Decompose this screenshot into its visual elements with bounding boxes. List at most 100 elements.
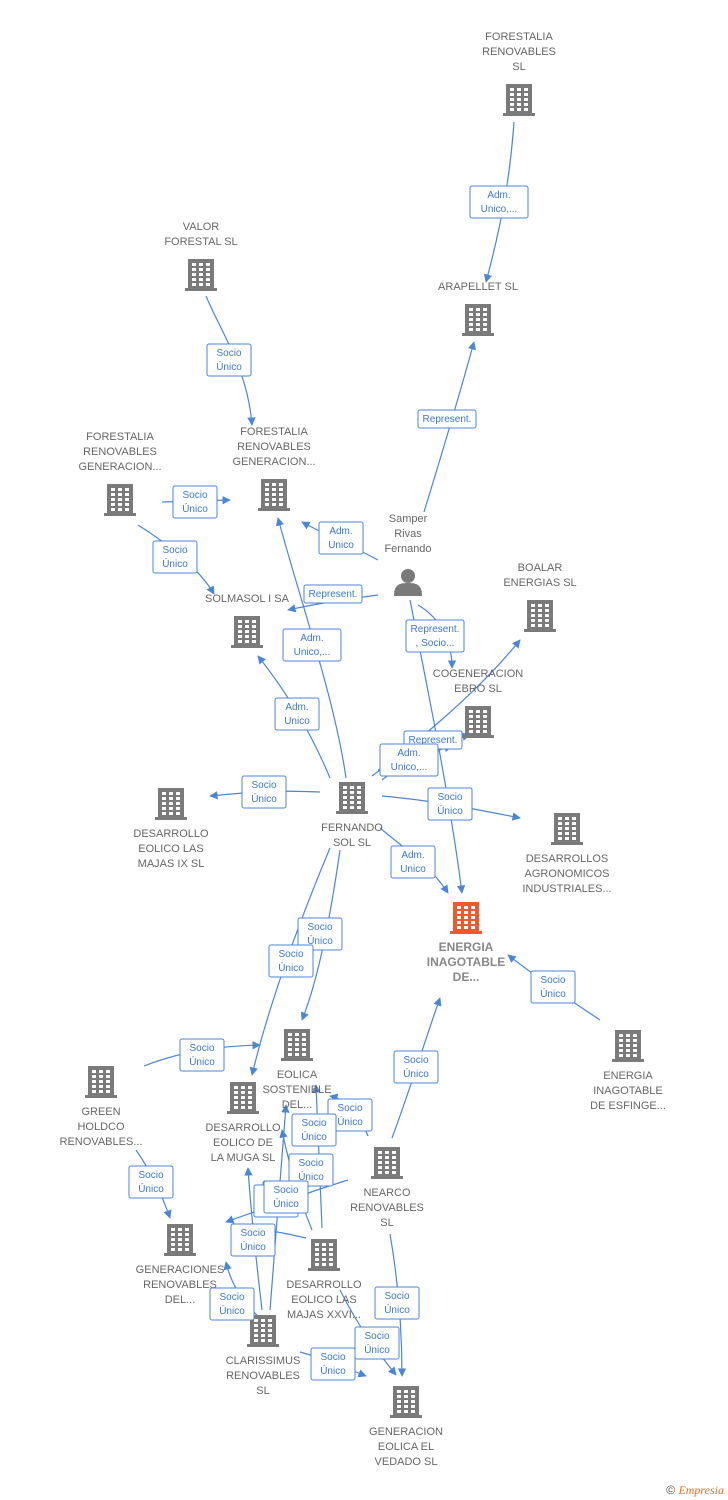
node-label: COGENERACION [433, 668, 524, 680]
edge-label-text: Socio [273, 1185, 298, 1196]
node-label: INAGOTABLE [427, 955, 505, 969]
edge-label-samper-to-cogeneracion[interactable]: Represent., Socio... [405, 619, 465, 653]
node-label: MAJAS XXVI... [287, 1309, 361, 1321]
edge-label-forestalia_sl-to-arapellet[interactable]: Adm.Unico,... [469, 185, 529, 219]
edge-label-text: Socio [219, 1292, 244, 1303]
node-green_holdco[interactable]: GREENHOLDCORENOVABLES... [60, 1066, 143, 1148]
node-arapellet[interactable]: ARAPELLET SL [438, 281, 518, 336]
edge-label-text: Único [364, 1343, 390, 1356]
node-label: VEDADO SL [375, 1456, 438, 1468]
node-forestalia_gen1[interactable]: FORESTALIARENOVABLESGENERACION... [78, 431, 162, 516]
node-label: CLARISSIMUS [226, 1355, 301, 1367]
building-icon [227, 1082, 259, 1114]
node-solmasol[interactable]: SOLMASOL I SA [205, 593, 290, 648]
edge-label-text: Único [240, 1240, 266, 1253]
edge-label-fernando_sol-to-energia_inagotable[interactable]: Adm.Unico [390, 845, 436, 879]
edge-label-text: Unico,... [481, 204, 518, 215]
node-label: EOLICO LAS [138, 843, 203, 855]
edge-label-fernando_sol-to-solmasol[interactable]: Adm.Unico [274, 697, 320, 731]
node-label: Rivas [394, 528, 422, 540]
copyright-symbol: © [666, 1483, 676, 1497]
node-label: RENOVABLES [226, 1370, 300, 1382]
edge-label-text: Único [278, 961, 304, 974]
node-label: ENERGIA [439, 940, 494, 954]
edge-label-text: Socio [251, 780, 276, 791]
node-label: INAGOTABLE [593, 1085, 662, 1097]
node-label: EOLICO LAS [291, 1294, 356, 1306]
edge-label-text: Socio [189, 1043, 214, 1054]
edge-label-fernando_sol-to-forestalia_gen2[interactable]: Adm.Unico,... [282, 628, 342, 662]
edge-label-text: Socio [437, 792, 462, 803]
node-generaciones[interactable]: GENERACIONESRENOVABLESDEL... [136, 1224, 225, 1306]
node-label: GREEN [81, 1106, 120, 1118]
edge-label-text: Único [540, 987, 566, 1000]
edge-label-text: Único [162, 557, 188, 570]
node-label: FORESTALIA [86, 431, 154, 443]
footer-brand[interactable]: © Empresia [666, 1483, 724, 1498]
edge-label-text: Único [307, 934, 333, 947]
edge-label-text: Adm. [285, 702, 308, 713]
edge-label-samper-to-arapellet[interactable]: Represent. [417, 409, 477, 429]
edge-label-text: Único [320, 1364, 346, 1377]
edge-label-text: , Socio... [416, 638, 455, 649]
edge-label-text: Socio [182, 490, 207, 501]
building-icon [185, 259, 217, 291]
node-label: DESARROLLO [205, 1122, 281, 1134]
building-icon [281, 1029, 313, 1061]
node-label: DE... [453, 970, 480, 984]
node-energia_inagotable[interactable]: ENERGIAINAGOTABLEDE... [427, 902, 505, 984]
edge-label-text: Único [216, 360, 242, 373]
node-label: SOSTENIBLE [262, 1084, 331, 1096]
edge-label-text: Único [189, 1055, 215, 1068]
node-forestalia_gen2[interactable]: FORESTALIARENOVABLESGENERACION... [232, 426, 316, 511]
building-icon [104, 484, 136, 516]
node-label: EOLICA EL [378, 1441, 434, 1453]
node-label: ENERGIAS SL [503, 577, 576, 589]
node-agronomicos[interactable]: DESARROLLOSAGRONOMICOSINDUSTRIALES... [522, 813, 612, 895]
edge-label-fernando_sol-to-cogeneracion[interactable]: Adm.Unico,... [379, 743, 439, 777]
node-label: Fernando [384, 543, 431, 555]
edge-label-text: Represent. [409, 735, 458, 746]
node-label: Samper [389, 513, 428, 525]
edge-label-text: Único [437, 804, 463, 817]
building-icon [551, 813, 583, 845]
edge-label-samper-to-forestalia_gen2[interactable]: Adm.Unico [318, 521, 364, 555]
edge-label-samper-to-solmasol[interactable]: Represent. [303, 584, 363, 604]
edge-label-text: Socio [540, 975, 565, 986]
node-eolica_sostenible[interactable]: EOLICASOSTENIBLEDEL... [262, 1029, 332, 1111]
node-label: GENERACION... [232, 456, 315, 468]
